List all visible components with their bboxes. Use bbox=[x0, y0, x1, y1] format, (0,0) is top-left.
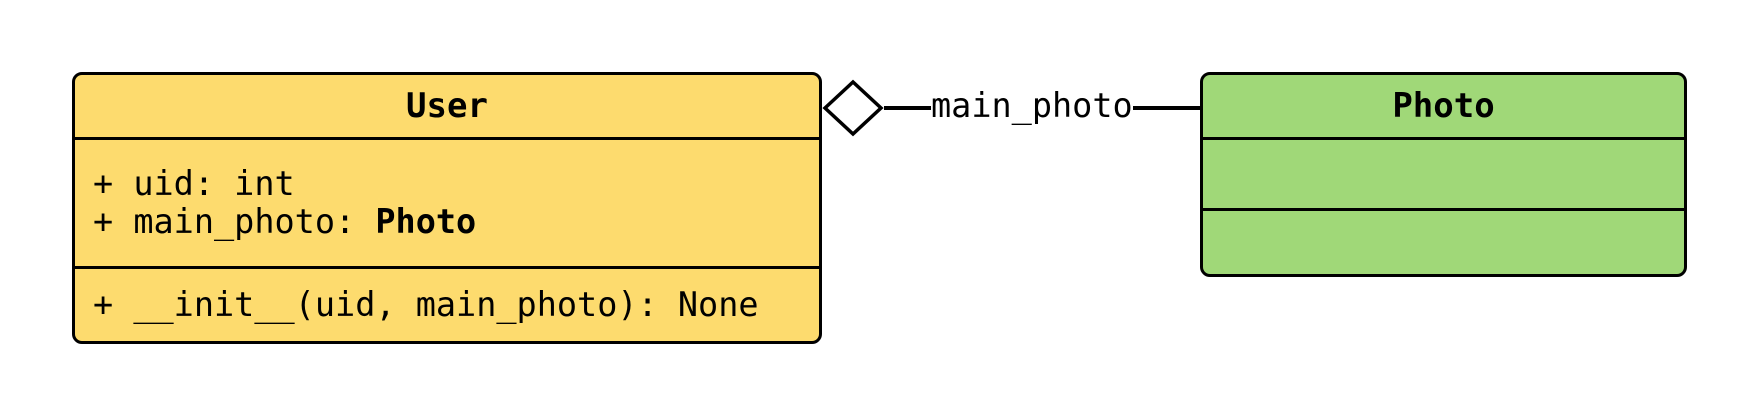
class-attributes-user: + uid: int + main_photo: Photo bbox=[75, 140, 819, 269]
aggregation-connector: main_photo bbox=[822, 78, 1200, 138]
method-init: + __init__(uid, main_photo): None bbox=[93, 285, 759, 324]
attribute-main-photo-text: + main_photo: bbox=[93, 202, 376, 241]
class-title-user: User bbox=[75, 75, 819, 140]
connector-line-right bbox=[1132, 106, 1200, 110]
class-methods-user: + __init__(uid, main_photo): None bbox=[75, 269, 819, 341]
attribute-main-photo: + main_photo: Photo bbox=[93, 203, 819, 241]
class-methods-photo bbox=[1203, 211, 1684, 274]
class-title-photo: Photo bbox=[1203, 75, 1684, 140]
connector-line-left bbox=[884, 106, 931, 110]
attribute-uid-text: + uid: int bbox=[93, 164, 295, 203]
class-attributes-photo bbox=[1203, 140, 1684, 211]
class-box-photo: Photo bbox=[1200, 72, 1687, 277]
relationship-label: main_photo bbox=[931, 86, 1133, 125]
class-box-user: User + uid: int + main_photo: Photo + __… bbox=[72, 72, 822, 344]
attribute-main-photo-type-ref: Photo bbox=[375, 202, 477, 241]
attribute-uid: + uid: int bbox=[93, 165, 819, 203]
aggregation-diamond-icon bbox=[822, 79, 884, 137]
